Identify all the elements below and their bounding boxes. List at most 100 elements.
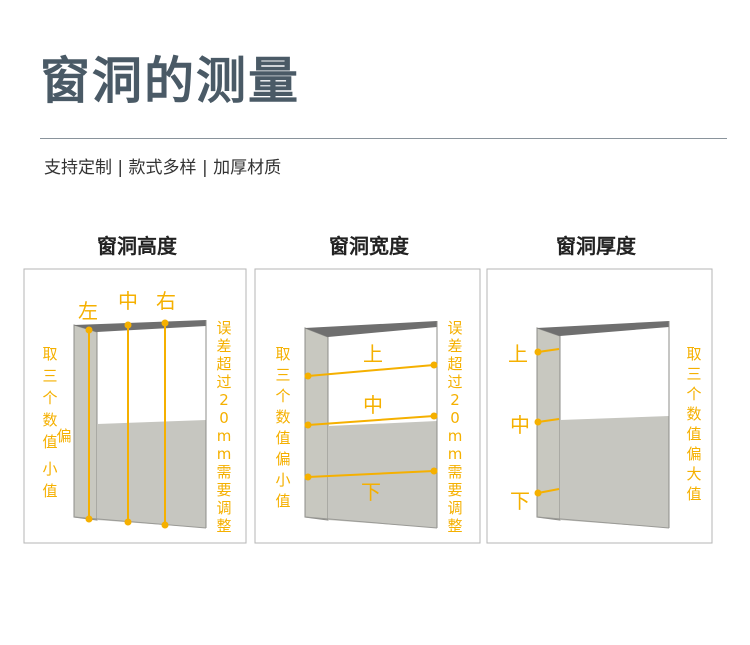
measure-dot <box>534 348 542 356</box>
measure-line-middle <box>537 418 560 423</box>
page-subtitle: 支持定制 | 款式多样 | 加厚材质 <box>44 158 282 178</box>
note-char: 数 <box>686 405 701 423</box>
measure-dot <box>304 372 312 380</box>
measure-dot <box>124 321 132 329</box>
measure-lines <box>304 361 438 481</box>
measure-dot <box>430 467 438 475</box>
note-char: 调 <box>447 499 462 517</box>
note-char: m <box>217 427 232 445</box>
note-char: 误 <box>216 319 231 337</box>
panel-title-height: 窗洞高度 <box>97 234 177 258</box>
marker-label: 下 <box>361 480 381 504</box>
panel-width-diagram: 上 中 下 取 三 个 数 值 偏 小 值 误 差 超 过 2 0 m m 需 … <box>254 268 481 544</box>
note-char: 数 <box>275 408 290 426</box>
panel-title-depth: 窗洞厚度 <box>556 234 636 258</box>
note-char: 需 <box>216 463 231 481</box>
note-char: 取 <box>686 345 701 363</box>
panel-title-width: 窗洞宽度 <box>329 234 409 258</box>
note-char: 小 <box>275 471 290 489</box>
measure-lines <box>85 319 169 529</box>
note-char: 要 <box>216 481 231 499</box>
note-char: 偏 <box>275 450 290 468</box>
note-char: 偏 <box>686 445 701 463</box>
note-char: 三 <box>686 365 701 383</box>
panel-depth-diagram: 上 中 下 取 三 个 数 值 偏 大 值 <box>486 268 713 544</box>
measure-dot <box>161 319 169 327</box>
marker-label: 上 <box>363 342 383 366</box>
measure-dot <box>430 361 438 369</box>
reveal-side <box>73 324 98 521</box>
note-char: 个 <box>275 387 290 405</box>
note-char: 值 <box>42 482 57 500</box>
lintel <box>305 321 437 337</box>
note-char: 0 <box>450 409 460 427</box>
note-char: 2 <box>219 391 229 409</box>
measure-dot <box>124 518 132 526</box>
note-char: 整 <box>447 517 462 535</box>
note-char: 个 <box>42 389 57 407</box>
sill-edge <box>73 516 207 529</box>
lintel <box>74 320 206 332</box>
note-char: 整 <box>216 517 231 535</box>
marker-label: 左 <box>78 299 98 323</box>
measure-line-bottom <box>537 488 560 494</box>
window-fill <box>97 420 206 528</box>
measure-dot <box>304 473 312 481</box>
note-char: 要 <box>447 481 462 499</box>
measure-dot <box>534 489 542 497</box>
note-char: 值 <box>42 433 57 451</box>
note-char: 取 <box>275 345 290 363</box>
measure-dot <box>534 418 542 426</box>
note-char: 超 <box>447 355 462 373</box>
note-char: 差 <box>447 337 462 355</box>
note-char: 值 <box>275 429 290 447</box>
sill-edge <box>304 516 438 529</box>
note-char: 需 <box>447 463 462 481</box>
measure-lines <box>534 348 560 497</box>
note-char: m <box>448 427 463 445</box>
note-char: 取 <box>42 345 57 363</box>
measure-line-top <box>537 348 560 353</box>
note-char: 值 <box>275 492 290 510</box>
note-char: 三 <box>275 366 290 384</box>
note-char: 调 <box>216 499 231 517</box>
note-char: 过 <box>216 373 231 391</box>
note-char: 差 <box>216 337 231 355</box>
measure-line-bottom <box>307 470 435 478</box>
note-char: 个 <box>686 385 701 403</box>
measure-line-middle <box>307 415 435 426</box>
note-char: 大 <box>686 465 701 483</box>
measure-line-top <box>307 364 435 377</box>
note-char: 2 <box>450 391 460 409</box>
note-char: 过 <box>447 373 462 391</box>
note-char: 0 <box>219 409 229 427</box>
sill-edge <box>536 516 670 529</box>
measure-dot <box>304 421 312 429</box>
note-char: 超 <box>216 355 231 373</box>
note-char: 三 <box>42 367 57 385</box>
note-char: 偏 <box>56 427 71 445</box>
window-fill <box>328 421 437 528</box>
page-title: 窗洞的测量 <box>40 52 300 110</box>
note-char: 数 <box>42 411 57 429</box>
measure-dot <box>430 412 438 420</box>
note-char: 值 <box>686 425 701 443</box>
title-divider <box>40 138 727 139</box>
lintel <box>537 321 669 336</box>
marker-label: 上 <box>508 342 528 366</box>
measure-dot <box>85 326 93 334</box>
note-char: 小 <box>42 460 57 478</box>
window-fill <box>560 416 669 528</box>
measure-dot <box>161 521 169 529</box>
marker-label: 下 <box>510 489 530 513</box>
panel-height-diagram: 左 中 右 取 三 个 数 值 偏 小 值 误 差 超 过 2 0 m m 需 … <box>23 268 247 544</box>
note-char: 误 <box>447 319 462 337</box>
note-char: m <box>448 445 463 463</box>
marker-label: 中 <box>510 413 530 437</box>
marker-label: 中 <box>363 393 383 417</box>
note-char: 值 <box>686 485 701 503</box>
measure-dot <box>85 515 93 523</box>
note-char: m <box>217 445 232 463</box>
marker-label: 中 <box>118 289 138 313</box>
